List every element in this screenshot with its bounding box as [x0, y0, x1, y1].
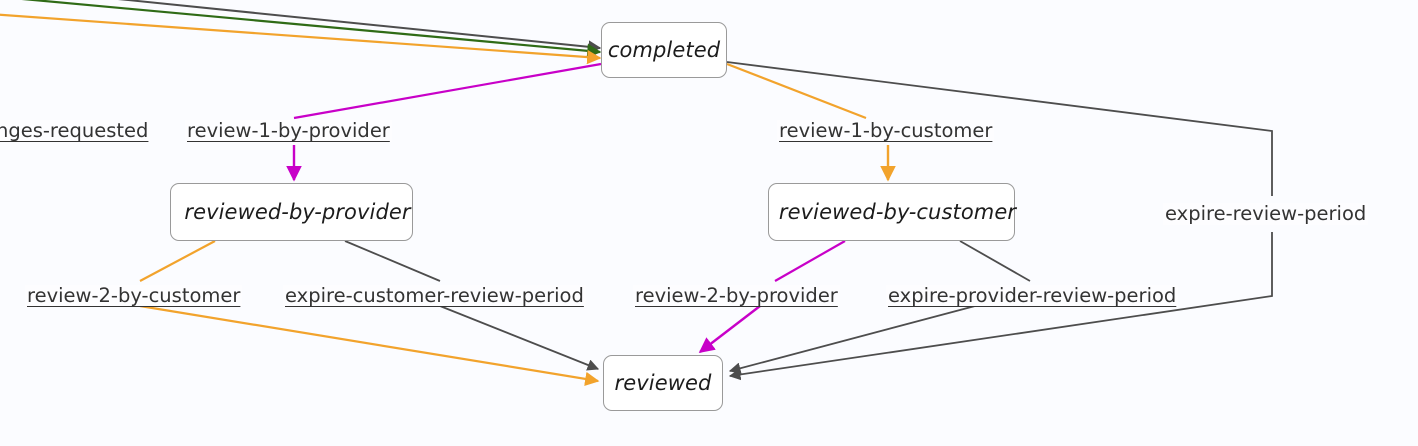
edge-reviewed-by-provider-to-reviewed-gray — [439, 305, 600, 371]
state-node-reviewed-by-provider[interactable]: reviewed-by-provider — [170, 183, 413, 241]
edge-label-review-1-by-provider[interactable]: review-1-by-provider — [185, 119, 392, 143]
state-node-label: reviewed-by-provider — [184, 199, 411, 224]
edge-reviewed-by-customer-to-reviewed-gray-segment — [959, 240, 1031, 282]
edge-reviewed-by-customer-to-reviewed-magenta — [698, 305, 761, 353]
edge-completed-to-reviewed-top-segment — [726, 61, 1273, 196]
edge-label-expire-review-period[interactable]: expire-review-period — [1163, 202, 1369, 226]
edge-offscreen-to-completed-gray — [117, 0, 602, 54]
edge-reviewed-by-provider-to-reviewed-gray-segment — [344, 240, 441, 282]
state-node-label: reviewed-by-customer — [778, 199, 1017, 224]
edge-label-changes-requested[interactable]: nges-requested — [0, 119, 151, 143]
edge-reviewed-by-customer-to-reviewed-gray — [728, 305, 976, 374]
edge-reviewed-by-provider-to-reviewed-orange-segment — [139, 240, 216, 282]
edge-label-review-1-by-customer[interactable]: review-1-by-customer — [777, 119, 995, 143]
state-node-reviewed[interactable]: reviewed — [603, 355, 723, 411]
state-node-reviewed-by-customer[interactable]: reviewed-by-customer — [768, 183, 1017, 241]
edge-offscreen-to-completed-orange — [0, 13, 602, 65]
state-node-label: reviewed — [614, 370, 712, 395]
edge-completed-to-reviewed-by-customer-segment — [726, 62, 867, 120]
edge-reviewed-by-customer-to-reviewed-magenta-segment — [774, 240, 846, 282]
edge-offscreen-to-completed-green — [21, 0, 602, 58]
edge-label-expire-provider-review-period[interactable]: expire-provider-review-period — [886, 284, 1179, 308]
edge-reviewed-by-provider-to-reviewed-orange — [139, 304, 600, 386]
edge-completed-to-reviewed-by-provider-segment — [293, 62, 602, 120]
state-node-label: completed — [607, 37, 721, 62]
edge-label-review-2-by-customer[interactable]: review-2-by-customer — [25, 284, 243, 308]
state-node-completed[interactable]: completed — [601, 22, 727, 78]
edge-label-expire-customer-review-period[interactable]: expire-customer-review-period — [283, 284, 586, 308]
edge-completed-to-reviewed — [728, 232, 1273, 381]
edge-label-review-2-by-provider[interactable]: review-2-by-provider — [633, 284, 840, 308]
